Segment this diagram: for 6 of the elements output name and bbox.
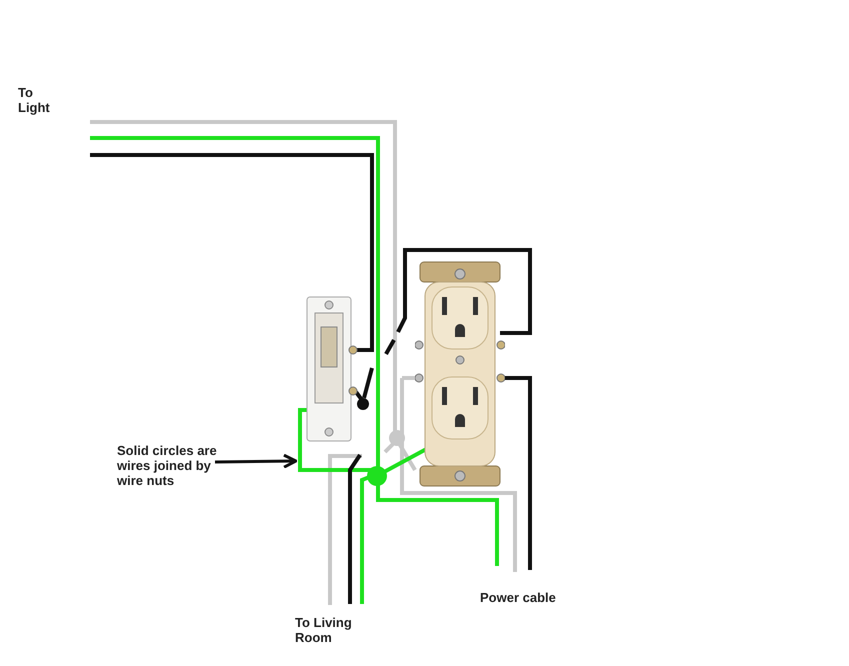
wire-label: To Living Room	[295, 615, 353, 645]
outlet-receptacle-drawing	[415, 260, 505, 488]
note-text: Solid circles are wires joined by wire nuts	[117, 443, 217, 488]
wire-label: Power cable	[480, 590, 557, 605]
arrow	[214, 454, 298, 469]
wire-label: To Light	[18, 85, 51, 115]
